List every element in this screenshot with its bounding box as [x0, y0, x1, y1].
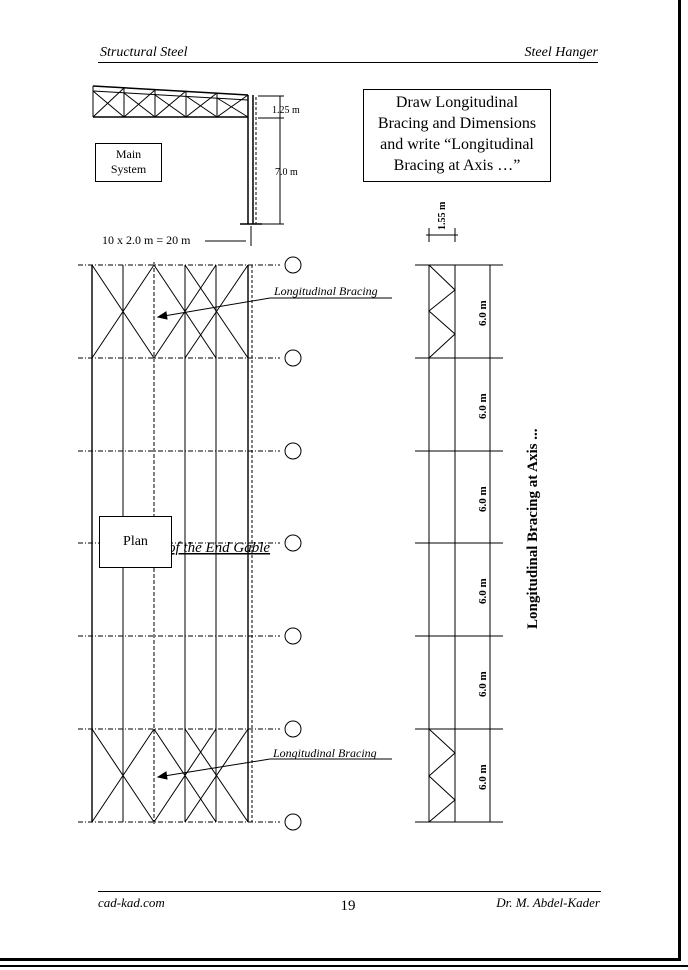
dim-bay-3: 6.0 m [477, 486, 489, 512]
dim-bay-6: 6.0 m [477, 764, 489, 790]
instruction-box: Draw Longitudinal Bracing and Dimensions… [363, 89, 551, 182]
footer-left: cad-kad.com [98, 895, 165, 910]
dim-bay-4: 6.0 m [477, 578, 489, 604]
label-long-bracing-top: Longitudinal Bracing [273, 284, 378, 298]
footer-rule [98, 891, 601, 892]
page-frame-right [678, 0, 681, 958]
instruction-line-2: Bracing and Dimensions [377, 115, 537, 132]
main-system-sketch [92, 85, 284, 246]
footer-right: Dr. M. Abdel-Kader [496, 895, 600, 910]
main-system-line-2: System [110, 162, 147, 176]
header-rule [98, 62, 598, 63]
main-system-box: Main System [95, 143, 162, 182]
page-number: 19 [340, 898, 356, 914]
main-system-line-1: Main [115, 147, 142, 161]
instruction-line-3: and write “Longitudinal [380, 136, 534, 153]
label-end-gable: of the End Gable [168, 540, 270, 556]
plan-box: Plan [99, 516, 172, 568]
header-right: Steel Hanger [524, 45, 598, 60]
page-frame-bottom [0, 958, 681, 961]
longitudinal-elevation [415, 228, 503, 823]
dim-bay-1: 6.0 m [477, 300, 489, 326]
dim-height-top: 1.25 m [272, 105, 300, 116]
dim-bracing-width: 1.55 m [437, 201, 448, 230]
instruction-line-4: Bracing at Axis …” [393, 157, 521, 174]
header-left: Structural Steel [100, 45, 188, 60]
axis-title: Longitudinal Bracing at Axis ... [525, 428, 541, 629]
dim-height-column: 7.0 m [275, 167, 298, 178]
instruction-line-1: Draw Longitudinal [395, 94, 519, 111]
page-frame-bottom-outer [0, 965, 688, 967]
label-long-bracing-bottom: Longitudinal Bracing [272, 746, 377, 760]
dim-bay-2: 6.0 m [477, 393, 489, 419]
dim-bay-5: 6.0 m [477, 671, 489, 697]
dim-span-label: 10 x 2.0 m = 20 m [102, 233, 191, 247]
